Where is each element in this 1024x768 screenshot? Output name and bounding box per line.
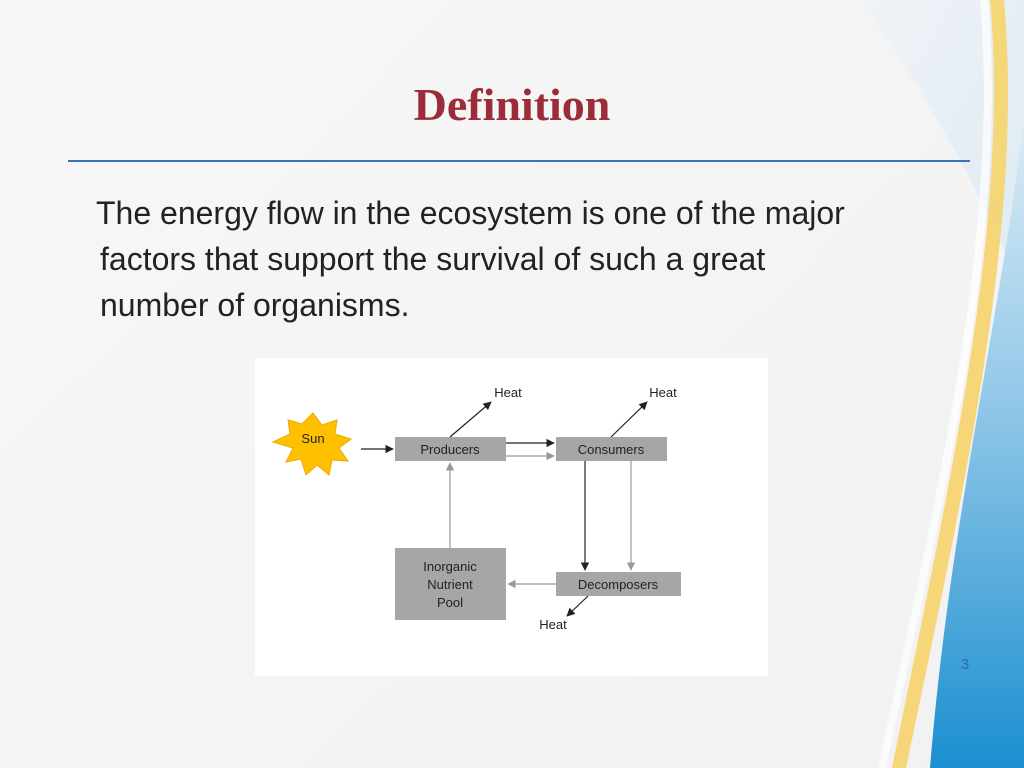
producers-node: Producers <box>395 437 506 461</box>
body-paragraph: The energy flow in the ecosystem is one … <box>96 190 970 328</box>
decomposers-node: Decomposers <box>556 572 681 596</box>
body-line-1: The energy flow in the ecosystem is one … <box>96 195 845 231</box>
slide-title: Definition <box>413 79 611 130</box>
consumers-node: Consumers <box>556 437 667 461</box>
inorganic-pool-line-2: Nutrient <box>427 577 473 592</box>
consumers-label: Consumers <box>578 442 645 457</box>
heat-label-producers: Heat <box>494 385 522 400</box>
energy-flow-diagram: Sun Producers Consumers Decomposers Inor… <box>255 358 768 676</box>
body-line-3: number of organisms. <box>100 287 410 323</box>
inorganic-pool-line-1: Inorganic <box>423 559 477 574</box>
body-line-2: factors that support the survival of suc… <box>100 241 766 277</box>
arrow-consumers-to-heat <box>610 401 648 438</box>
inorganic-nutrient-pool-node: Inorganic Nutrient Pool <box>395 548 506 620</box>
decomposers-label: Decomposers <box>578 577 659 592</box>
sun-icon <box>271 412 353 476</box>
page-number: 3 <box>960 656 970 673</box>
producers-label: Producers <box>420 442 480 457</box>
heat-label-decomposers: Heat <box>539 617 567 632</box>
sun-node: Sun <box>271 412 353 476</box>
arrow-producers-to-heat <box>449 401 492 438</box>
inorganic-pool-line-3: Pool <box>437 595 463 610</box>
title-divider <box>68 160 970 162</box>
heat-label-consumers: Heat <box>649 385 677 400</box>
arrow-decomposers-to-heat <box>566 595 589 617</box>
sun-label: Sun <box>301 431 324 446</box>
